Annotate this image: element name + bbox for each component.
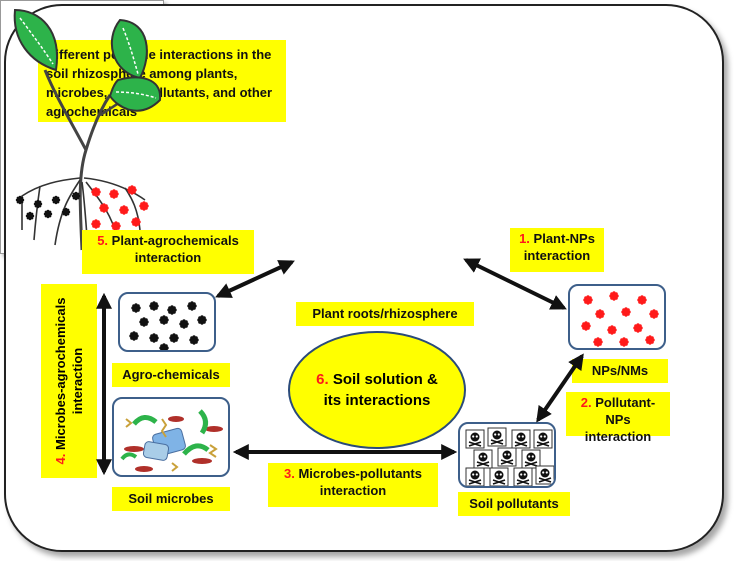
np-particle-icon (119, 205, 129, 215)
soil-solution-ellipse: 6. Soil solution & its interactions (288, 331, 466, 449)
nps-box (568, 284, 666, 350)
agro-particle-icon (187, 301, 197, 311)
skull-icon (533, 429, 553, 449)
skull-icon (487, 427, 507, 447)
np-particle-icon (607, 325, 617, 335)
np-particle-icon (109, 189, 119, 199)
np-particle-icon (637, 295, 647, 305)
np-particle-icon (127, 185, 137, 195)
np-particle-icon (633, 323, 643, 333)
skull-icon (513, 467, 533, 486)
agro-particle-icon (129, 331, 139, 341)
soil-microbes-box (112, 397, 230, 477)
np-particle-icon (91, 187, 101, 197)
np-particle-icon (581, 321, 591, 331)
np-particle-icon (91, 219, 101, 229)
agro-particle-icon (149, 333, 159, 343)
skull-icon (473, 449, 493, 469)
agro-particle-icon (25, 211, 35, 221)
np-particle-icon (595, 309, 605, 319)
np-particle-icon (131, 217, 141, 227)
skull-icon (535, 465, 554, 485)
agro-particle-icon (149, 301, 159, 311)
np-particle-icon (619, 337, 629, 347)
plant-drawing (13, 8, 162, 251)
interaction-4-label: 4. Microbes-agrochemicals interaction (41, 284, 97, 478)
np-particle-icon (111, 221, 121, 231)
soil-pollutants-label: Soil pollutants (458, 492, 570, 516)
np-particles (581, 291, 659, 347)
agro-particles (129, 301, 207, 350)
plant-illustration (0, 0, 164, 254)
interaction-1-label: 1. Plant-NPs interaction (510, 228, 604, 272)
agro-particle-icon (33, 199, 43, 209)
np-particle-icon (593, 337, 603, 347)
agro-particle-icon (169, 333, 179, 343)
plant-roots-label: Plant roots/rhizosphere (296, 302, 474, 326)
np-particle-icon (583, 295, 593, 305)
np-particle-icon (139, 201, 149, 211)
agro-chemicals-label: Agro-chemicals (112, 363, 230, 387)
plant-agro-particles (15, 191, 81, 221)
np-particle-icon (609, 291, 619, 301)
agro-chemicals-box (118, 292, 216, 352)
agro-particle-icon (71, 191, 81, 201)
skull-icon (497, 447, 517, 467)
soil-microbes-label: Soil microbes (112, 487, 230, 511)
interaction-3-label: 3. Microbes-pollutants interaction (268, 463, 438, 507)
np-particle-icon (649, 309, 659, 319)
leaf-left-icon (13, 8, 58, 72)
skull-icon (465, 467, 485, 486)
np-particle-icon (99, 203, 109, 213)
interaction-5-label: 5. Plant-agrochemicals interaction (82, 230, 254, 274)
agro-particle-icon (159, 343, 169, 350)
skull-icon (465, 429, 485, 449)
np-particle-icon (621, 307, 631, 317)
nps-nms-label: NPs/NMs (572, 359, 668, 383)
agro-particle-icon (189, 335, 199, 345)
agro-particle-icon (15, 195, 25, 205)
skull-icon (511, 429, 531, 449)
leaf-right-icon (108, 76, 162, 112)
agro-particle-icon (167, 305, 177, 315)
pollutant-icons (465, 427, 554, 486)
agro-particle-icon (61, 207, 71, 217)
agro-particle-icon (179, 319, 189, 329)
microbes-illustration (120, 409, 223, 472)
soil-pollutants-box (458, 422, 556, 488)
interaction-2-label: 2. Pollutant- NPs interaction (566, 392, 670, 444)
agro-particle-icon (43, 209, 53, 219)
leaf-middle-icon (110, 18, 148, 80)
agro-particle-icon (51, 195, 61, 205)
agro-particle-icon (131, 303, 141, 313)
skull-icon (489, 467, 509, 486)
skull-icon (521, 449, 541, 469)
agro-particle-icon (159, 315, 169, 325)
np-particle-icon (645, 335, 655, 345)
bacteria-icon (120, 409, 223, 472)
agro-particle-icon (197, 315, 207, 325)
agro-particle-icon (139, 317, 149, 327)
